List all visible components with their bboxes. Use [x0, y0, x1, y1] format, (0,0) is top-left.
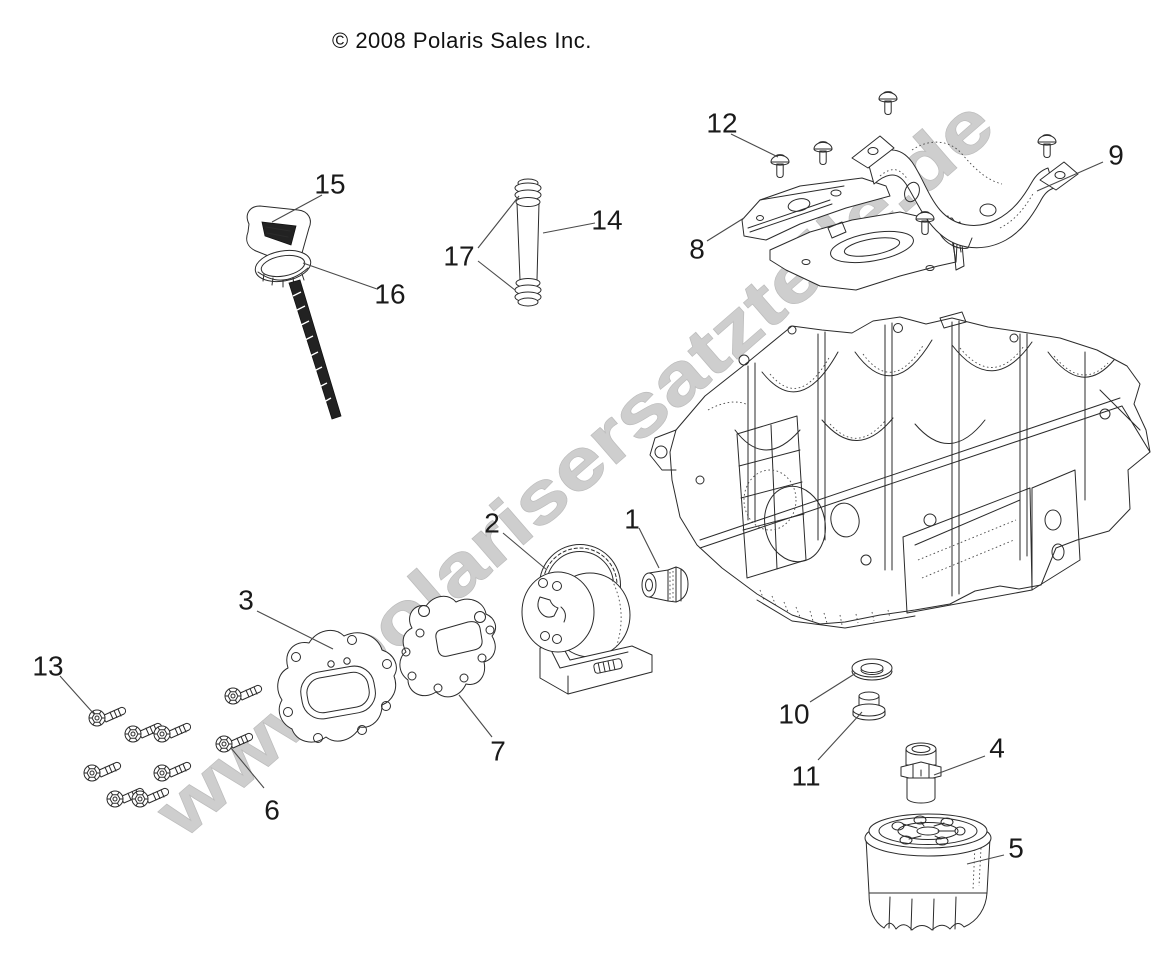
- callout-number-9: 9: [1108, 140, 1124, 171]
- callout-4-leader-line: [933, 755, 986, 776]
- button-screw-2: [813, 141, 833, 165]
- part-10-washer-drawing: [851, 658, 893, 681]
- callout-number-13: 13: [32, 651, 63, 682]
- callout-number-1: 1: [624, 504, 640, 535]
- callout-number-17: 17: [443, 241, 474, 272]
- callout-3-leader-line: [256, 610, 334, 650]
- callout-number-6: 6: [264, 795, 280, 826]
- callout-10-leader-line: [809, 672, 857, 703]
- callout-5-leader-line: [966, 854, 1005, 865]
- callout-number-12: 12: [706, 108, 737, 139]
- callout-2-leader-line: [502, 532, 548, 571]
- engine-crankcase-drawing: [649, 311, 1151, 629]
- callout-number-8: 8: [689, 234, 705, 265]
- part-5-oil-filter-drawing: [864, 813, 992, 931]
- flange-bolt-4: [83, 761, 122, 782]
- part-7-gasket-drawing: [399, 595, 497, 698]
- callout-number-16: 16: [374, 279, 405, 310]
- callout-6-leader-line: [230, 747, 265, 789]
- button-screw-4: [1037, 134, 1057, 158]
- callout-7-leader-line: [458, 694, 493, 738]
- copyright-notice: © 2008 Polaris Sales Inc.: [332, 28, 592, 53]
- callout-number-10: 10: [778, 699, 809, 730]
- callout-9-leader-line: [1036, 161, 1104, 192]
- callout-15-leader-line: [271, 194, 323, 223]
- callout-13-leader-line: [59, 675, 95, 715]
- callout-14-leader-line: [542, 222, 596, 234]
- part-8-bracket-drawing: [741, 177, 965, 291]
- callout-11-leader-line: [817, 711, 863, 761]
- callout-number-2: 2: [484, 508, 500, 539]
- callout-16-leader-line: [302, 262, 378, 290]
- button-screw-1: [770, 154, 790, 178]
- flange-bolt-3: [153, 722, 192, 743]
- callout-number-7: 7: [490, 736, 506, 767]
- part-14-oil-tube-drawing: [514, 178, 542, 307]
- callout-number-14: 14: [591, 205, 622, 236]
- flange-bolt-1: [88, 706, 127, 727]
- callout-17-leader-line: [477, 195, 520, 249]
- callout-1-leader-line: [638, 527, 660, 569]
- callout-number-5: 5: [1008, 833, 1024, 864]
- part-3-pump-cover-drawing: [277, 629, 397, 743]
- callout-number-15: 15: [314, 169, 345, 200]
- callout-number-11: 11: [791, 761, 820, 792]
- callout-number-3: 3: [238, 585, 254, 616]
- part-4-filter-fitting-drawing: [900, 742, 942, 804]
- part-2-oil-pump-drawing: [521, 544, 653, 695]
- callout-12-leader-line: [730, 133, 779, 158]
- button-screw-3: [878, 91, 898, 115]
- callout-8-leader-line: [706, 217, 745, 242]
- part-15-dipstick-drawing: [246, 205, 342, 420]
- part-1-fitting-drawing: [641, 566, 689, 603]
- callout-17-leader-line: [477, 260, 516, 291]
- callout-number-4: 4: [989, 733, 1005, 764]
